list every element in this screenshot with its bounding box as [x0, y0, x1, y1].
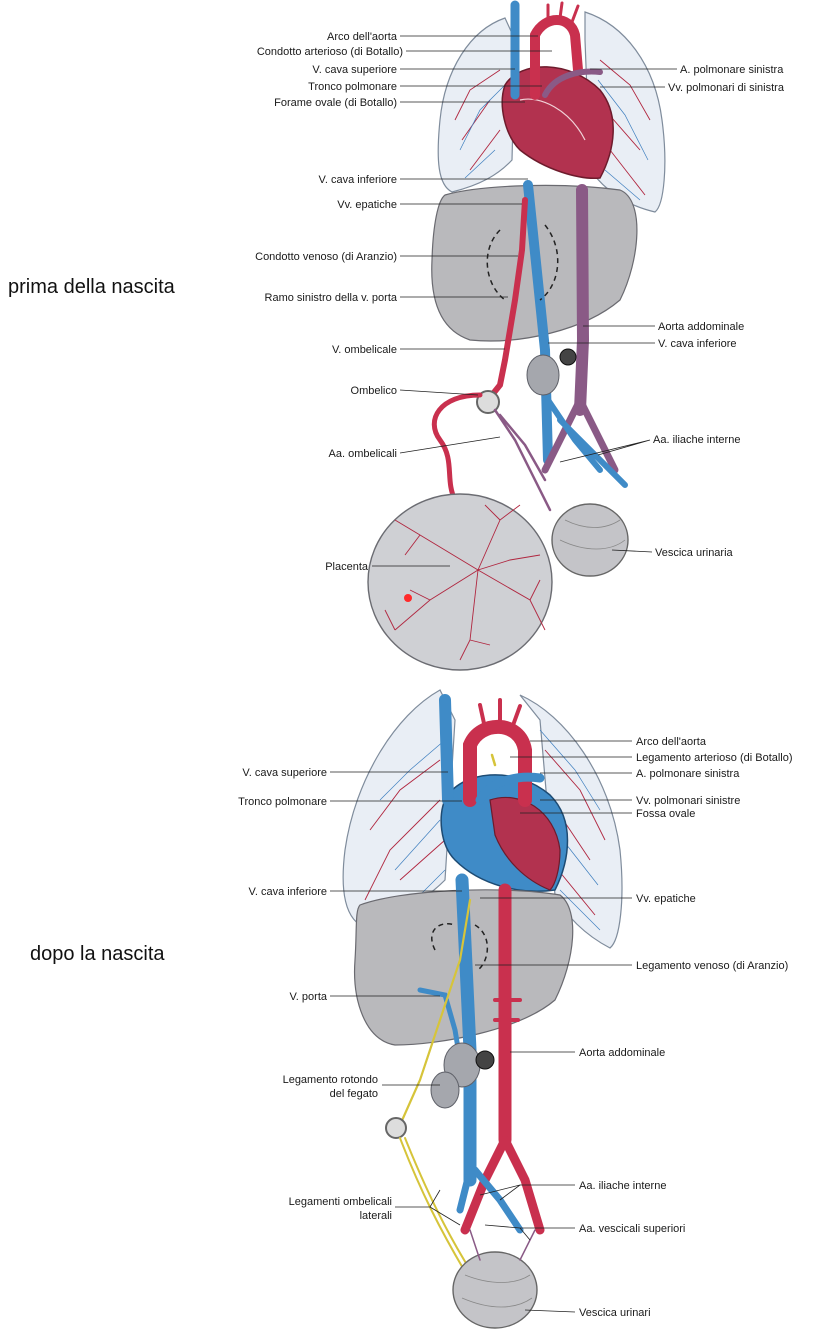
umbilicus-after	[385, 1117, 407, 1139]
label-aa-iliache-interne: Aa. iliache interne	[653, 434, 740, 446]
label-after-arco-aorta: Arco dell'aorta	[636, 736, 707, 748]
placenta	[367, 493, 553, 671]
label-after-legamento-rotondo-2: del fegato	[330, 1088, 378, 1100]
bottom-labels: V. cava superiore Tronco polmonare V. ca…	[238, 736, 792, 1319]
label-a-polmonare-sinistra: A. polmonare sinistra	[680, 64, 784, 76]
label-arco-aorta: Arco dell'aorta	[327, 31, 398, 43]
placental-vessels	[384, 504, 546, 661]
label-v-cava-inferiore: V. cava inferiore	[319, 174, 397, 186]
label-v-cava-inferiore-right: V. cava inferiore	[658, 338, 736, 350]
left-lung-after	[519, 694, 623, 949]
label-after-fossa-ovale: Fossa ovale	[636, 808, 695, 820]
label-aa-ombelicali: Aa. ombelicali	[329, 448, 397, 460]
aortic-arch-after	[463, 719, 532, 807]
fetal-circulation-illustration	[367, 0, 666, 671]
section-label-before: prima della nascita	[8, 276, 176, 298]
label-vescica-urinaria: Vescica urinaria	[655, 547, 734, 559]
vessel-cross-section	[559, 348, 577, 366]
bottom-leader-lines	[330, 740, 632, 1313]
label-after-legamenti-ombelicali-1: Legamenti ombelicali	[289, 1196, 392, 1208]
label-after-vescica-urinari: Vescica urinari	[579, 1307, 651, 1319]
label-v-cava-superiore: V. cava superiore	[312, 64, 397, 76]
label-condotto-arterioso: Condotto arterioso (di Botallo)	[257, 46, 403, 58]
label-after-v-porta: V. porta	[289, 991, 327, 1003]
descending-aorta	[574, 184, 590, 416]
postnatal-circulation-illustration	[342, 689, 623, 1329]
label-vv-polmonari-sinistra: Vv. polmonari di sinistra	[668, 82, 785, 94]
pulmonary-artery-after	[475, 772, 545, 805]
ligamentum-teres	[398, 898, 472, 1127]
label-after-legamento-venoso: Legamento venoso (di Aranzio)	[636, 960, 788, 972]
intestine	[526, 354, 560, 396]
top-labels: Arco dell'aorta Condotto arterioso (di B…	[255, 31, 785, 573]
umbilicus	[476, 390, 500, 414]
label-after-tronco-polmonare: Tronco polmonare	[238, 796, 327, 808]
label-aorta-addominale: Aorta addominale	[658, 321, 744, 333]
urinary-bladder	[551, 503, 629, 577]
aortic-arch	[530, 15, 583, 100]
label-condotto-venoso: Condotto venoso (di Aranzio)	[255, 251, 397, 263]
label-after-vv-polmonari-sinistre: Vv. polmonari sinistre	[636, 795, 740, 807]
label-after-vv-epatiche: Vv. epatiche	[636, 893, 696, 905]
top-leader-lines	[372, 35, 677, 567]
label-after-v-cava-inferiore: V. cava inferiore	[249, 886, 327, 898]
label-v-ombelicale: V. ombelicale	[332, 344, 397, 356]
umbilical-vein	[485, 197, 528, 403]
section-label-after: dopo la nascita	[30, 943, 165, 965]
label-after-legamento-rotondo-1: Legamento rotondo	[283, 1074, 378, 1086]
placenta-marker	[404, 594, 412, 602]
label-after-v-cava-superiore: V. cava superiore	[242, 767, 327, 779]
label-after-aa-iliache-interne: Aa. iliache interne	[579, 1180, 666, 1192]
label-vv-epatiche: Vv. epatiche	[337, 199, 397, 211]
right-lung-after	[342, 689, 456, 926]
label-tronco-polmonare: Tronco polmonare	[308, 81, 397, 93]
label-after-a-polmonare-sinistra: A. polmonare sinistra	[636, 768, 740, 780]
label-after-legamento-arterioso: Legamento arterioso (di Botallo)	[636, 752, 793, 764]
label-after-aa-vescicali-superiori: Aa. vescicali superiori	[579, 1223, 685, 1235]
label-ramo-sinistro-porta: Ramo sinistro della v. porta	[265, 292, 398, 304]
label-placenta: Placenta	[325, 561, 369, 573]
label-after-legamenti-ombelicali-2: laterali	[360, 1210, 392, 1222]
inferior-vena-cava	[523, 180, 553, 465]
right-lung	[437, 17, 516, 193]
superior-vena-cava-after	[439, 694, 454, 806]
urinary-bladder-after	[452, 1251, 538, 1329]
label-ombelico: Ombelico	[351, 385, 397, 397]
pulmonary-trunk	[542, 68, 603, 98]
label-after-aorta-addominale: Aorta addominale	[579, 1047, 665, 1059]
label-forame-ovale: Forame ovale (di Botallo)	[274, 97, 397, 109]
